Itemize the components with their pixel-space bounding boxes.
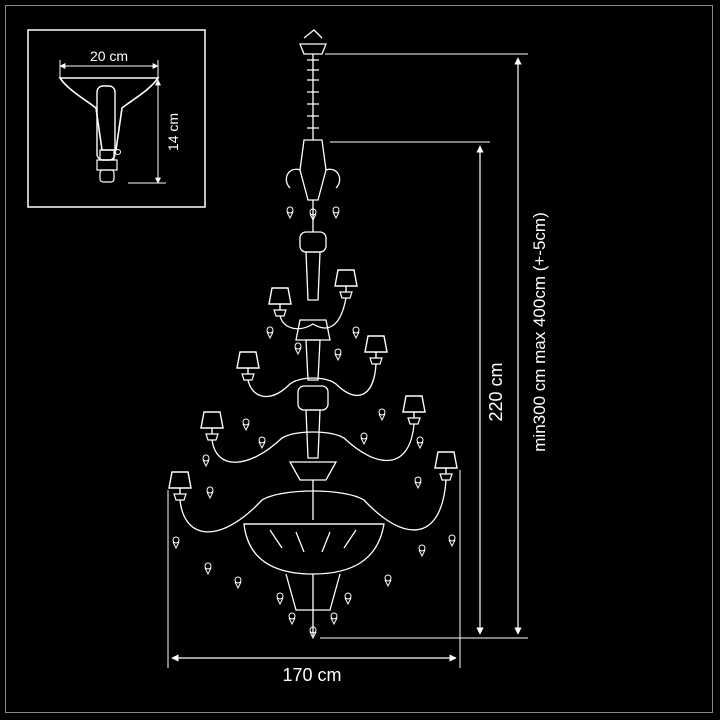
inset-height-label: 14 cm xyxy=(165,113,181,151)
canopy-inset: 20 cm 14 cm xyxy=(27,29,206,208)
chandelier-illustration xyxy=(168,29,458,639)
outer-frame xyxy=(5,5,713,713)
height-label: 220 cm xyxy=(486,362,506,421)
canopy-shape xyxy=(58,77,160,151)
width-label: 170 cm xyxy=(282,665,341,685)
suspension-label: min300 cm max 400cm (+-5cm) xyxy=(530,212,549,451)
main-dimensions: 220 cm min300 cm max 400cm (+-5cm) 170 c… xyxy=(167,53,549,685)
inset-frame xyxy=(27,29,206,208)
inset-width-label: 20 cm xyxy=(90,48,128,64)
